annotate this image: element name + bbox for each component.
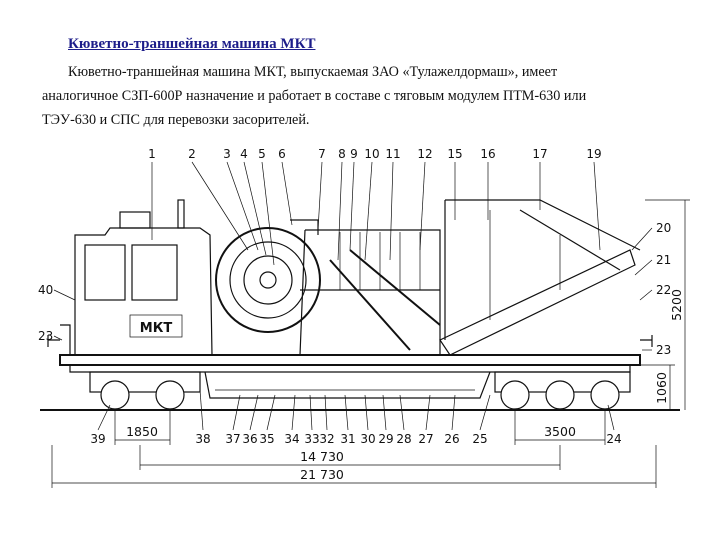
dimension-lines: 1850 3500 14 730 21 730 5200 1060 bbox=[51, 199, 690, 488]
dimension-label: 14 730 bbox=[300, 449, 344, 464]
callout-label: 20 bbox=[656, 221, 671, 235]
callout-label: 6 bbox=[278, 147, 286, 161]
callout-label: 16 bbox=[480, 147, 495, 161]
callout-label: 24 bbox=[606, 432, 621, 446]
left-callouts: 40 23 bbox=[38, 283, 76, 343]
callout-label: 36 bbox=[242, 432, 257, 446]
callout-label: 23 bbox=[656, 343, 671, 357]
machine-technical-drawing: МКТ bbox=[38, 147, 690, 488]
callout-label: 38 bbox=[195, 432, 210, 446]
callout-label: 35 bbox=[259, 432, 274, 446]
callout-label: 33 bbox=[304, 432, 319, 446]
top-callouts: 1 2 3 4 5 6 7 8 9 10 11 12 15 16 17 19 bbox=[148, 147, 601, 161]
callout-label: 8 bbox=[338, 147, 346, 161]
callout-label: 39 bbox=[90, 432, 105, 446]
callout-label: 17 bbox=[532, 147, 547, 161]
callout-label: 37 bbox=[225, 432, 240, 446]
callout-label: 28 bbox=[396, 432, 411, 446]
bottom-callouts: 39 38 37 36 35 34 33 32 31 30 29 28 27 2… bbox=[90, 432, 621, 446]
callout-label: 15 bbox=[447, 147, 462, 161]
dimension-label: 5200 bbox=[669, 289, 684, 321]
callout-label: 9 bbox=[350, 147, 358, 161]
callout-label: 3 bbox=[223, 147, 231, 161]
dimension-label: 21 730 bbox=[300, 467, 344, 482]
callout-label: 31 bbox=[340, 432, 355, 446]
callout-label: 23 bbox=[38, 329, 53, 343]
cab-marking: МКТ bbox=[140, 321, 173, 336]
callout-label: 11 bbox=[385, 147, 400, 161]
callout-label: 34 bbox=[284, 432, 299, 446]
callout-label: 27 bbox=[418, 432, 433, 446]
callout-label: 29 bbox=[378, 432, 393, 446]
machine-silhouette: МКТ bbox=[40, 199, 680, 411]
top-callout-leaders bbox=[151, 161, 601, 266]
dimension-label: 1850 bbox=[126, 424, 158, 439]
callout-label: 7 bbox=[318, 147, 326, 161]
bogie-left bbox=[89, 371, 201, 410]
description-line: ТЭУ-630 и СПС для перевозки засорителей. bbox=[42, 112, 310, 128]
callout-label: 1 bbox=[148, 147, 156, 161]
callout-label: 4 bbox=[240, 147, 248, 161]
callout-label: 22 bbox=[656, 283, 671, 297]
callout-label: 25 bbox=[472, 432, 487, 446]
callout-label: 19 bbox=[586, 147, 601, 161]
dimension-label: 1060 bbox=[654, 372, 669, 404]
description-line: Кюветно-траншейная машина МКТ, выпускаем… bbox=[68, 64, 558, 80]
callout-label: 30 bbox=[360, 432, 375, 446]
dimension-label: 3500 bbox=[544, 424, 576, 439]
bogie-right bbox=[494, 371, 631, 410]
callout-label: 40 bbox=[38, 283, 53, 297]
callout-label: 32 bbox=[319, 432, 334, 446]
callout-label: 5 bbox=[258, 147, 266, 161]
description-paragraph: Кюветно-траншейная машина МКТ, выпускаем… bbox=[42, 60, 682, 132]
right-callouts: 20 21 22 23 bbox=[631, 221, 671, 357]
callout-label: 10 bbox=[364, 147, 379, 161]
bottom-callout-leaders bbox=[97, 389, 615, 431]
page-title: Кюветно-траншейная машина МКТ bbox=[68, 36, 316, 52]
callout-label: 21 bbox=[656, 253, 671, 267]
callout-label: 26 bbox=[444, 432, 459, 446]
callout-label: 2 bbox=[188, 147, 196, 161]
description-line: аналогичное СЗП-600Р назначение и работа… bbox=[42, 88, 587, 104]
callout-label: 12 bbox=[417, 147, 432, 161]
